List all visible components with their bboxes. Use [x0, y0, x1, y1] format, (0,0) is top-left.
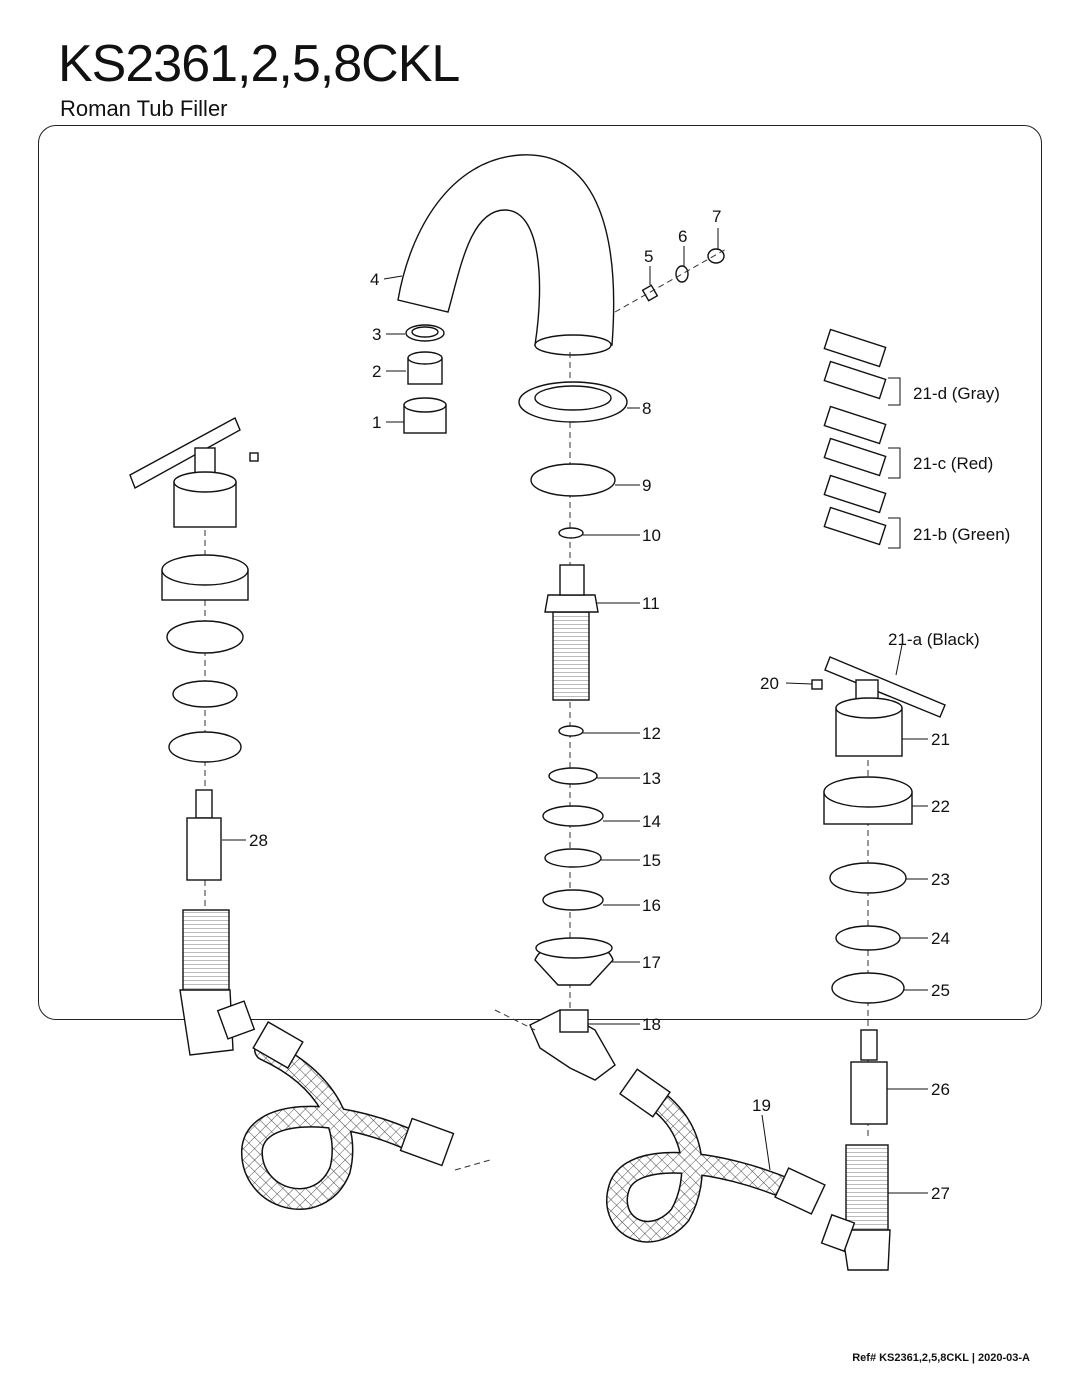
callout-21b: 21-b (Green)	[913, 525, 1010, 544]
callout-7: 7	[712, 207, 721, 226]
callout-21c: 21-c (Red)	[913, 454, 993, 473]
callout-13: 13	[642, 769, 661, 788]
left-supply-hose	[241, 1021, 491, 1210]
aerator-parts	[403, 324, 447, 434]
spout	[397, 154, 615, 356]
callout-27: 27	[931, 1184, 950, 1203]
lever-21c-bottom	[823, 437, 887, 477]
callout-22: 22	[931, 797, 950, 816]
callout-19: 19	[752, 1096, 771, 1115]
lever-21b-top	[823, 474, 887, 514]
lever-21c-top	[823, 405, 887, 445]
callout-21d: 21-d (Gray)	[913, 384, 1000, 403]
callout-25: 25	[931, 981, 950, 1000]
spout-set-screw-parts	[614, 247, 729, 313]
callout-21: 21	[931, 730, 950, 749]
center-stack	[518, 352, 628, 1020]
callout-labels: 1 2 3 4 5 6 7 8 9 10 11 12 13 14 15 16 1…	[249, 207, 1010, 1203]
callout-18: 18	[642, 1015, 661, 1034]
callout-14: 14	[642, 812, 661, 831]
callout-12: 12	[642, 724, 661, 743]
callout-23: 23	[931, 870, 950, 889]
lever-21d-bottom	[823, 360, 887, 400]
diagram-subtitle: Roman Tub Filler	[60, 96, 228, 121]
callout-16: 16	[642, 896, 661, 915]
callout-8: 8	[642, 399, 651, 418]
diagram-title: KS2361,2,5,8CKL	[58, 35, 460, 93]
callout-5: 5	[644, 247, 653, 266]
right-supply-hose	[606, 1068, 826, 1243]
callout-24: 24	[931, 929, 950, 948]
spare-handle-levers	[823, 328, 901, 549]
callout-17: 17	[642, 953, 661, 972]
leader-lines	[222, 228, 928, 1194]
ref-prefix: Ref# KS2361,2,5,8CKL	[852, 1352, 969, 1364]
lever-21b-bottom	[823, 506, 887, 546]
reference-code: Ref# KS2361,2,5,8CKL | 2020-03-A	[852, 1352, 1030, 1364]
callout-11: 11	[642, 594, 660, 613]
callout-1: 1	[372, 413, 381, 432]
callout-21a: 21-a (Black)	[888, 630, 980, 649]
callout-2: 2	[372, 362, 381, 381]
callout-26: 26	[931, 1080, 950, 1099]
callout-10: 10	[642, 526, 661, 545]
callout-3: 3	[372, 325, 381, 344]
callout-9: 9	[642, 476, 651, 495]
ref-code: 2020-03-A	[978, 1352, 1030, 1364]
callout-28: 28	[249, 831, 268, 850]
right-handle-assembly	[811, 656, 946, 1271]
callout-20: 20	[760, 674, 779, 693]
ref-separator: |	[968, 1352, 979, 1364]
left-handle-assembly	[129, 417, 259, 1056]
callout-15: 15	[642, 851, 661, 870]
tee-fitting	[494, 1009, 616, 1081]
callout-6: 6	[678, 227, 687, 246]
callout-4: 4	[370, 270, 379, 289]
lever-21d-top	[823, 328, 887, 368]
